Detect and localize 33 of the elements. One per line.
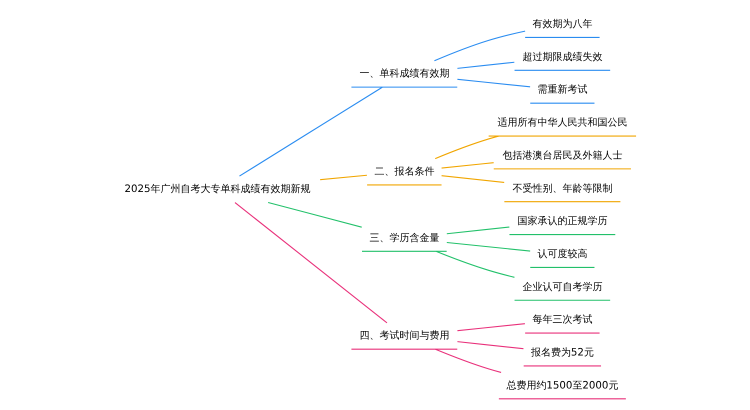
node-text: 超过期限成绩失效 (522, 52, 602, 63)
connector (234, 202, 387, 324)
node-text: 不受性别、年龄等限制 (512, 183, 612, 194)
connector (238, 86, 382, 177)
node-text: 每年三次考试 (532, 314, 592, 326)
node-text: 三、学历含金量 (368, 232, 439, 244)
node-text: 一、单科成绩有效期 (358, 68, 449, 80)
connector (446, 226, 509, 234)
connector (446, 242, 530, 252)
connector (441, 175, 504, 183)
node-text: 包括港澳台居民及外籍人士 (502, 150, 622, 162)
connector (441, 162, 494, 169)
connector (434, 136, 498, 160)
node-text: 2025年广州自考大专单科成绩有效期新规 (124, 184, 310, 196)
connector (320, 174, 366, 180)
connector (434, 348, 501, 373)
connector (456, 78, 530, 88)
node-text: 企业认可自考学历 (522, 282, 602, 293)
node-text: 需重新考试 (536, 84, 587, 96)
node-text: 认可度较高 (536, 248, 587, 260)
connector (436, 250, 514, 278)
connector (268, 202, 362, 228)
connector (456, 323, 524, 332)
node-text: 二、报名条件 (374, 166, 434, 178)
node-text: 四、考试时间与费用 (358, 330, 449, 342)
node-text: 国家承认的正规学历 (516, 216, 607, 228)
node-text: 适用所有中华人民共和国公民 (496, 118, 627, 129)
connector (456, 62, 514, 69)
connector (434, 30, 525, 62)
connector (456, 341, 523, 350)
node-text: 总费用约1500至2000元 (506, 380, 618, 392)
node-text: 有效期为八年 (532, 19, 592, 30)
node-text: 报名费为52元 (530, 348, 594, 359)
